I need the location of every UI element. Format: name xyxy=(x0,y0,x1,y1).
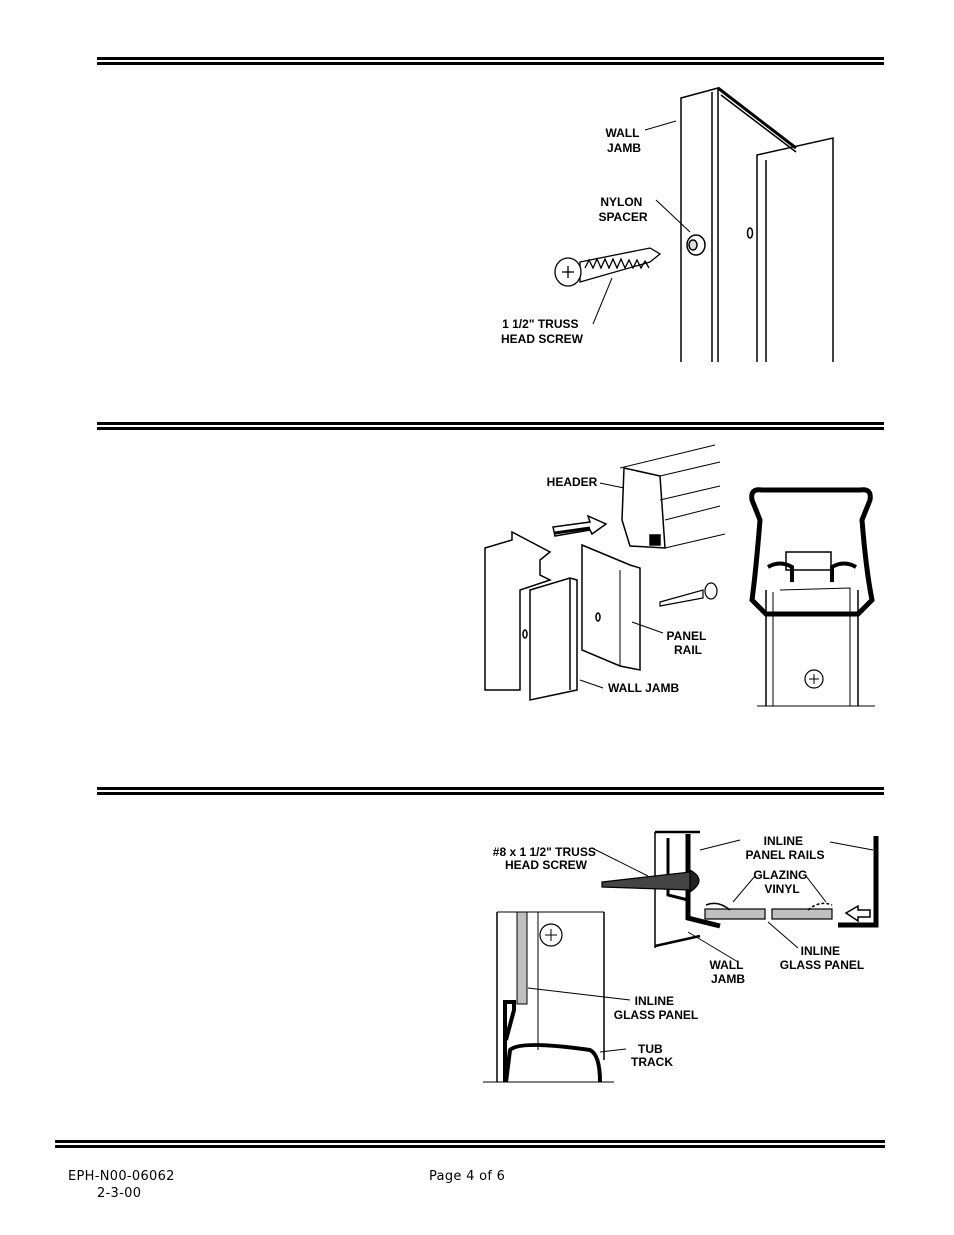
footer-rule xyxy=(55,1140,885,1149)
cross-section-drawing xyxy=(749,487,875,707)
screw-drawing xyxy=(554,247,662,287)
section-rule-2 xyxy=(97,422,884,431)
label-wall-jamb: WALL JAMB xyxy=(605,126,642,155)
leader-lines-3 xyxy=(527,839,874,1053)
direction-arrow xyxy=(552,514,608,537)
wall-jamb-drawing xyxy=(680,86,834,362)
label-wall-jamb-2: WALL JAMB xyxy=(608,681,679,695)
screw-drawing-3 xyxy=(601,868,700,894)
label-inline-glass-panel-right: INLINE GLASS PANEL xyxy=(780,944,864,972)
figure-wall-jamb-spacer: WALL JAMB NYLON SPACER 1 1/2" TRUSS HEAD… xyxy=(501,86,834,362)
label-panel-rail: PANEL RAIL xyxy=(667,629,710,657)
label-tub-track: TUB TRACK xyxy=(631,1042,673,1069)
label-inline-glass-panel-left: INLINE GLASS PANEL xyxy=(614,994,698,1022)
label-header: HEADER xyxy=(547,475,598,489)
header-drawing xyxy=(619,444,726,549)
nylon-spacer-drawing xyxy=(686,234,706,256)
label-truss-screw-2: #8 x 1 1/2" TRUSS HEAD SCREW xyxy=(493,845,599,872)
side-view-drawing xyxy=(483,911,614,1083)
label-glazing-vinyl: GLAZING VINYL xyxy=(753,868,810,896)
label-wall-jamb-3: WALL JAMB xyxy=(709,958,746,986)
doc-date: 2-3-00 xyxy=(97,1186,142,1201)
figure-inline-panel: #8 x 1 1/2" TRUSS HEAD SCREW INLINE PANE… xyxy=(483,830,879,1083)
figure-header-panel-rail: HEADER PANEL RAIL WALL JAMB xyxy=(484,444,875,707)
leader-lines-2 xyxy=(579,482,664,689)
label-inline-panel-rails: INLINE PANEL RAILS xyxy=(746,834,825,862)
top-view-drawing xyxy=(654,830,879,948)
label-truss-screw: 1 1/2" TRUSS HEAD SCREW xyxy=(501,317,584,346)
leader-lines xyxy=(592,120,691,325)
section-rule-3 xyxy=(97,787,884,796)
page-number: Page 4 of 6 xyxy=(429,1169,506,1184)
doc-number: EPH-N00-06062 xyxy=(68,1169,175,1184)
wall-jamb-drawing-2 xyxy=(529,577,578,701)
section-rule-1 xyxy=(97,57,884,66)
screw-drawing-2 xyxy=(659,582,718,607)
label-nylon-spacer: NYLON SPACER xyxy=(598,195,647,224)
panel-rail-drawing xyxy=(484,530,641,691)
